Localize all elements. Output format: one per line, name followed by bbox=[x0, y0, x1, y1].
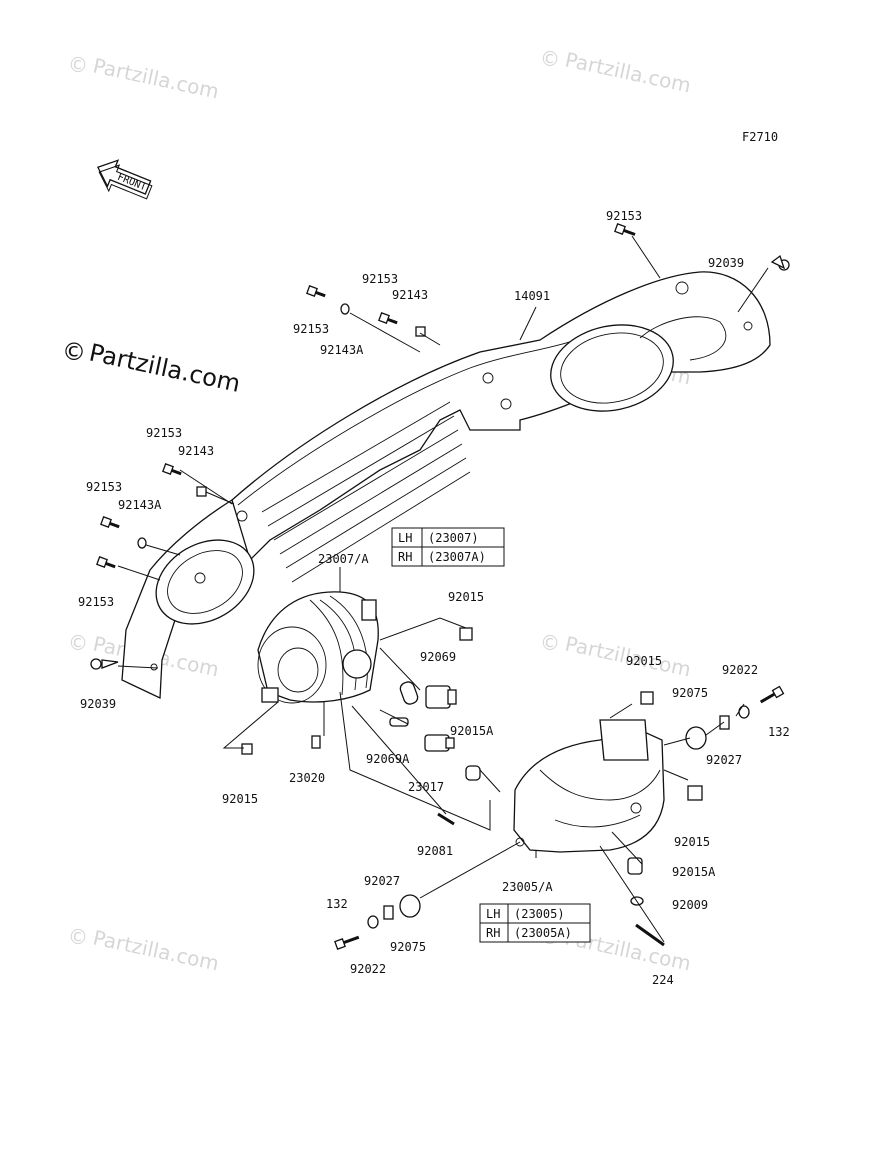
bolt-92015A-right bbox=[627, 857, 643, 875]
main-watermark-copyright-symbol: © bbox=[62, 338, 86, 366]
bolt-92015A-left bbox=[465, 765, 481, 781]
screw-224 bbox=[635, 923, 665, 947]
left-cowl-panel bbox=[121, 498, 255, 700]
clip-92039-left bbox=[90, 658, 119, 670]
washer-92143A-top bbox=[340, 303, 350, 315]
callout-92022-bottom: 92022 bbox=[350, 962, 386, 976]
callout-92015-d: 92015 bbox=[674, 835, 710, 849]
callout-224: 224 bbox=[652, 973, 674, 987]
table-top-row1-part: (23007) bbox=[428, 531, 479, 545]
table-top-row2-side: RH bbox=[398, 550, 412, 564]
table-bottom-row2-part: (23005A) bbox=[514, 926, 572, 940]
callout-92039-left: 92039 bbox=[80, 697, 116, 711]
callout-92081: 92081 bbox=[417, 844, 453, 858]
washer-92022-right bbox=[738, 705, 750, 719]
table-bottom-row2-side: RH bbox=[486, 926, 500, 940]
leader-lines bbox=[117, 235, 769, 943]
watermark-copyright-symbol: © bbox=[540, 47, 560, 71]
callout-92015A-left: 92015A bbox=[450, 724, 494, 738]
callout-92143A-mid: 92143A bbox=[118, 498, 162, 512]
callout-92075-right: 92075 bbox=[672, 686, 708, 700]
callout-labels: 92153 92039 92153 92143 14091 92153 9214… bbox=[78, 209, 790, 987]
callout-92009: 92009 bbox=[672, 898, 708, 912]
watermark-copyright-symbol: © bbox=[68, 631, 88, 655]
front-arrow-icon: FRONT bbox=[96, 159, 153, 200]
callout-132-bottom: 132 bbox=[326, 897, 348, 911]
bolt-132-bottom bbox=[334, 935, 360, 950]
watermark-copyright-symbol: © bbox=[68, 925, 88, 949]
callout-23020: 23020 bbox=[289, 771, 325, 785]
callout-92015A-right: 92015A bbox=[672, 865, 716, 879]
table-top-row2-part: (23007A) bbox=[428, 550, 486, 564]
grommet-92143-top bbox=[415, 326, 426, 337]
screw-92153-a bbox=[306, 285, 326, 298]
watermark-copyright-symbol: © bbox=[540, 631, 560, 655]
collar-92027-bottom bbox=[383, 905, 394, 920]
clip-92039-right bbox=[770, 254, 790, 271]
callout-92015-a: 92015 bbox=[448, 590, 484, 604]
callout-23005A: 23005/A bbox=[502, 880, 553, 894]
socket-23017 bbox=[424, 734, 455, 752]
variant-table-bottom: LH (23005) RH (23005A) bbox=[479, 903, 591, 943]
nut-92015-c bbox=[241, 743, 253, 755]
headlight-housing-23005 bbox=[513, 719, 665, 853]
bulb-92069 bbox=[399, 681, 457, 709]
watermark-text: Partzilla.com bbox=[563, 47, 693, 97]
bracket-23020 bbox=[311, 735, 321, 749]
grommet-92143-mid bbox=[196, 486, 207, 497]
collar-92027-right bbox=[719, 715, 730, 730]
callout-92069: 92069 bbox=[420, 650, 456, 664]
callout-92153-e: 92153 bbox=[78, 595, 114, 609]
bulb-92069A bbox=[389, 717, 409, 727]
callout-92022-right: 92022 bbox=[722, 663, 758, 677]
screw-92153-b bbox=[378, 312, 398, 325]
callout-92027-right: 92027 bbox=[706, 753, 742, 767]
nut-92015-d bbox=[687, 785, 703, 801]
screw-92153-d bbox=[100, 516, 120, 529]
grommet-92075-bottom bbox=[399, 894, 421, 918]
watermark-text: Partzilla.com bbox=[91, 925, 221, 975]
callout-92143A-top: 92143A bbox=[320, 343, 364, 357]
nut-92015-b bbox=[640, 691, 654, 705]
screw-92153-e bbox=[96, 556, 116, 569]
nut-92015-a bbox=[459, 627, 473, 641]
callout-92039-right: 92039 bbox=[708, 256, 744, 270]
callout-92015-c: 92015 bbox=[222, 792, 258, 806]
callout-92075-bottom: 92075 bbox=[390, 940, 426, 954]
screw-92153-c bbox=[162, 463, 182, 476]
grommet-92075-right bbox=[685, 726, 707, 750]
upper-cowl-14091 bbox=[231, 271, 771, 583]
diagram-code: F2710 bbox=[742, 130, 778, 144]
callout-92153-c: 92153 bbox=[146, 426, 182, 440]
table-bottom-row1-part: (23005) bbox=[514, 907, 565, 921]
callout-92143-mid: 92143 bbox=[178, 444, 214, 458]
hardware bbox=[90, 223, 790, 950]
callout-92153-top-right: 92153 bbox=[606, 209, 642, 223]
watermark-copyright-symbol: © bbox=[68, 53, 88, 77]
headlight-assembly-23007 bbox=[257, 591, 379, 704]
callout-92153-a: 92153 bbox=[362, 272, 398, 286]
callout-92027-bottom: 92027 bbox=[364, 874, 400, 888]
callout-92153-b: 92153 bbox=[293, 322, 329, 336]
callout-92153-d: 92153 bbox=[86, 480, 122, 494]
washer-92143A-mid bbox=[137, 537, 147, 549]
table-top-row1-side: LH bbox=[398, 531, 412, 545]
washer-92022-bottom bbox=[367, 915, 379, 929]
bolt-132-right bbox=[759, 685, 785, 704]
watermark-text: Partzilla.com bbox=[91, 53, 221, 103]
screw-92153-top-right bbox=[614, 223, 636, 236]
callout-92143-top: 92143 bbox=[392, 288, 428, 302]
callout-23017: 23017 bbox=[408, 780, 444, 794]
callout-23007A: 23007/A bbox=[318, 552, 369, 566]
table-bottom-row1-side: LH bbox=[486, 907, 500, 921]
variant-table-top: LH (23007) RH (23007A) bbox=[391, 527, 505, 567]
callout-92069A: 92069A bbox=[366, 752, 410, 766]
callout-132-right: 132 bbox=[768, 725, 790, 739]
callout-14091: 14091 bbox=[514, 289, 550, 303]
callout-92015-b: 92015 bbox=[626, 654, 662, 668]
main-watermark-text: Partzilla.com bbox=[87, 338, 243, 397]
spring-92081 bbox=[437, 812, 455, 826]
